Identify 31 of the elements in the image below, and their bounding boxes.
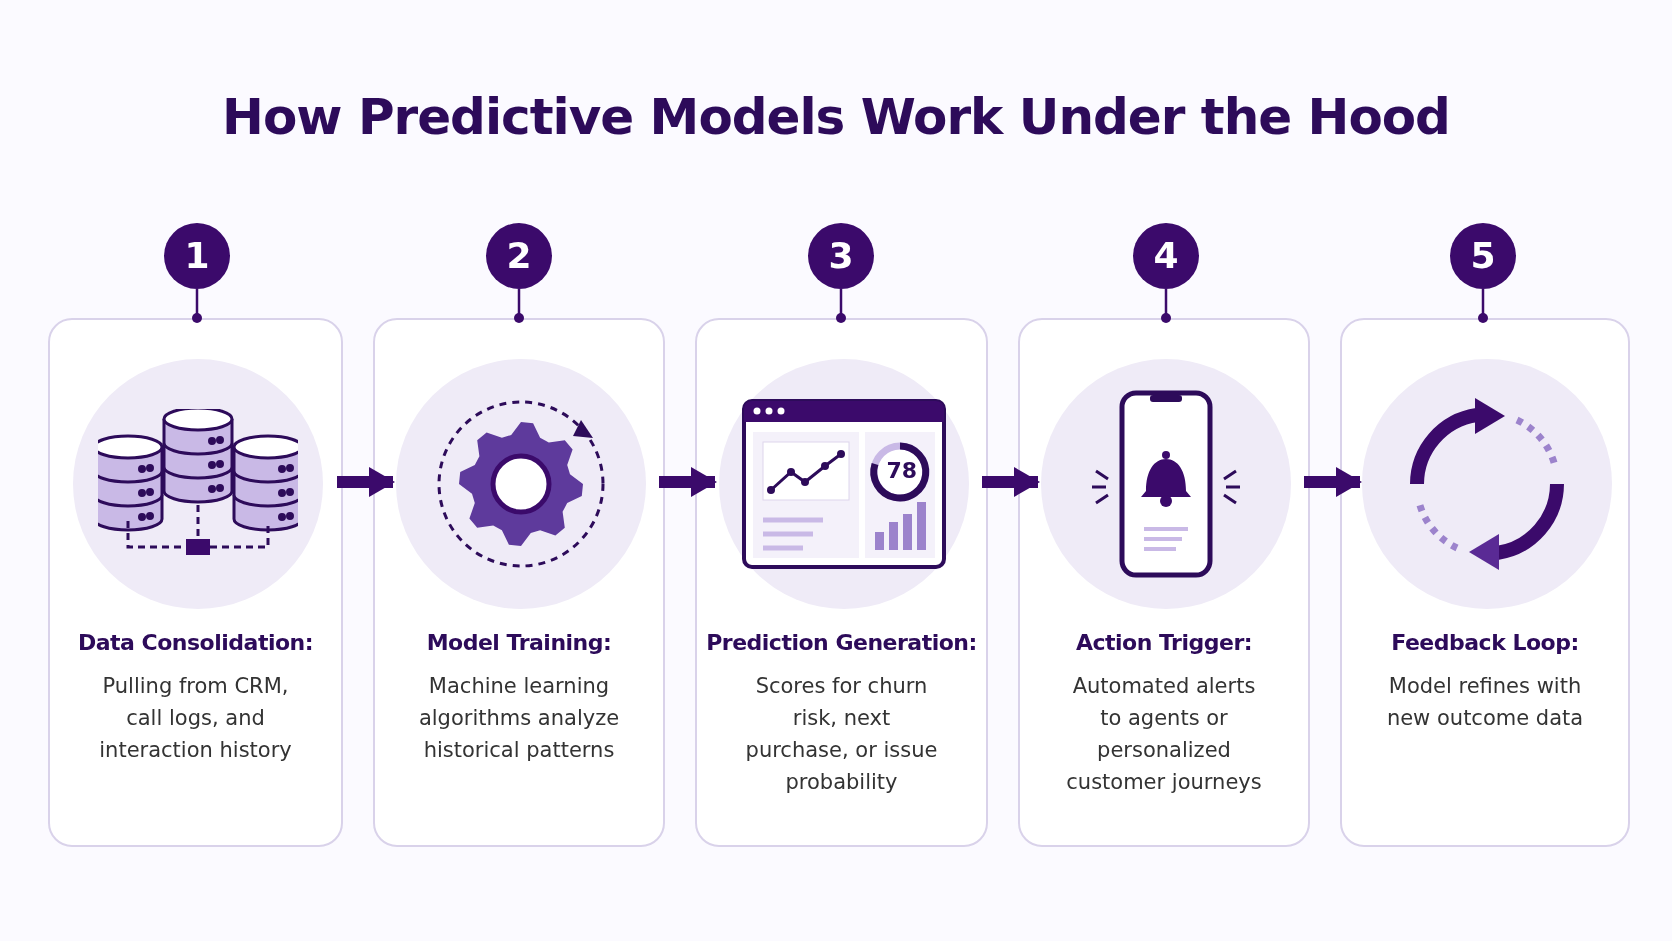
score-value: 78 [886, 458, 918, 483]
step-number-badge: 5 [1450, 223, 1516, 289]
step-card [48, 318, 343, 847]
connector-line [836, 289, 846, 323]
step-heading: Prediction Generation: [705, 630, 978, 655]
arrow [982, 467, 1040, 497]
step-card [695, 318, 988, 847]
step-heading: Action Trigger: [1074, 630, 1254, 655]
step-number-badge: 4 [1133, 223, 1199, 289]
step-heading: Feedback Loop: [1390, 630, 1580, 655]
connector-line [514, 289, 524, 323]
step-card [1018, 318, 1310, 847]
step-heading: Data Consolidation: [76, 630, 315, 655]
connector-line [1161, 289, 1171, 323]
step-card [373, 318, 665, 847]
arrow [1304, 467, 1362, 497]
step-description: Machine learning algorithms analyze historical patterns [417, 673, 621, 764]
step-description: Scores for churn risk, next purchase, or issue probability [744, 673, 939, 796]
step-number-badge: 2 [486, 223, 552, 289]
step-description: Model refines with new outcome data [1385, 673, 1585, 732]
step-number-badge: 3 [808, 223, 874, 289]
connector-line [1478, 289, 1488, 323]
arrow [659, 467, 717, 497]
step-description: Pulling from CRM, call logs, and interaction history [98, 673, 293, 764]
arrow [337, 467, 395, 497]
connector-line [192, 289, 202, 323]
step-description: Automated alerts to agents or personalized customer journeys [1065, 673, 1263, 796]
step-card [1340, 318, 1630, 847]
title: How Predictive Models Work Under the Hood [221, 88, 1451, 146]
step-number-badge: 1 [164, 223, 230, 289]
step-heading: Model Training: [425, 630, 613, 655]
